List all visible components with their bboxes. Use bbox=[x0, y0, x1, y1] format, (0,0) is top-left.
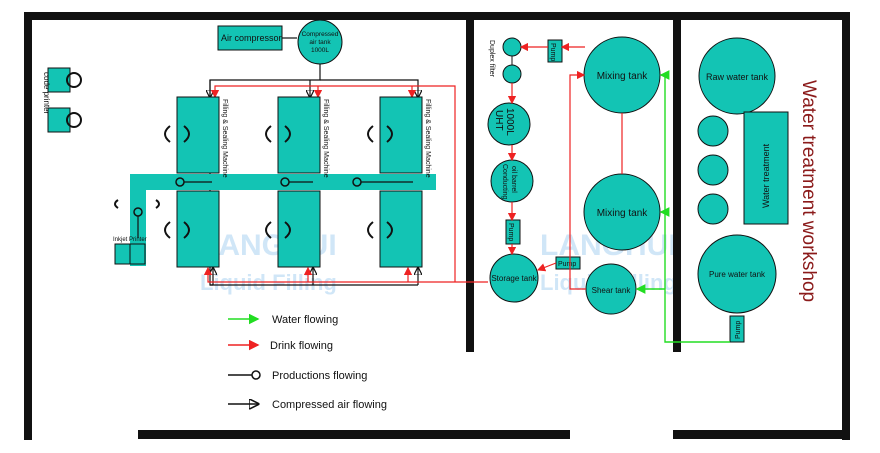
code-printer: code printer bbox=[42, 67, 82, 133]
legend-drink-label: Drink flowing bbox=[270, 340, 333, 352]
pump-middle: Pump bbox=[505, 219, 521, 245]
mixing-tank-bottom: Mixing tank bbox=[583, 173, 661, 251]
storage-tank-label: Storage tank bbox=[491, 274, 537, 283]
pump-shear: Pump bbox=[555, 256, 581, 270]
pump-top-label: Pump bbox=[549, 43, 556, 61]
duplex-filter: Duplex filter bbox=[488, 37, 522, 84]
uht-label-2: 1000L bbox=[504, 108, 515, 136]
pure-water-tank: Pure water tank bbox=[697, 234, 777, 314]
duplex-filter-label: Duplex filter bbox=[488, 40, 495, 78]
drink-lines-fillers bbox=[203, 85, 488, 283]
storage-tank: Storage tank bbox=[489, 253, 539, 303]
pump-middle-label: Pump bbox=[507, 223, 514, 241]
inkjet-printer: Inkjet Printer bbox=[113, 237, 147, 265]
air-tank-label-1: Compressed bbox=[302, 31, 339, 38]
pump-shear-label: Pump bbox=[558, 261, 576, 268]
conveyor bbox=[114, 174, 436, 266]
inkjet-printer-label: Inkjet Printer bbox=[113, 237, 147, 243]
water-treatment-unit: Water treatment bbox=[743, 111, 789, 225]
air-tank-label-2: air tank bbox=[309, 39, 331, 46]
pump-water-label: Pump bbox=[735, 321, 742, 339]
compressed-air-tank: Compressed air tank 1000L bbox=[297, 19, 343, 65]
shear-tank-label: Shear tank bbox=[592, 286, 632, 295]
filling-machine-1: Filling & Sealing Machine bbox=[164, 96, 228, 268]
legend-drink: Drink flowing bbox=[228, 339, 333, 352]
legend: Water flowing Drink flowing Productions … bbox=[228, 313, 387, 411]
barrel-label-1: Conducting bbox=[501, 164, 508, 200]
raw-water-tank: Raw water tank bbox=[698, 37, 776, 115]
drink-lines-processing bbox=[507, 42, 623, 290]
filling-machine-label-2: Filling & Sealing Machine bbox=[322, 99, 329, 178]
legend-air: Compressed air flowing bbox=[228, 399, 387, 411]
legend-water-label: Water flowing bbox=[272, 314, 338, 326]
legend-air-label: Compressed air flowing bbox=[272, 399, 387, 411]
mixing-tank-top-label: Mixing tank bbox=[597, 71, 649, 82]
air-tank-label-3: 1000L bbox=[311, 47, 329, 54]
filling-machine-2: Filling & Sealing Machine bbox=[265, 96, 329, 268]
code-printer-label: code printer bbox=[42, 72, 51, 115]
filter-columns bbox=[697, 115, 729, 225]
filling-machine-label-1: Filling & Sealing Machine bbox=[221, 99, 228, 178]
raw-water-tank-label: Raw water tank bbox=[706, 72, 769, 82]
water-lines bbox=[635, 70, 730, 343]
compressed-air-lines bbox=[210, 64, 418, 286]
air-compressor: Air compressor bbox=[217, 25, 297, 51]
barrel-label-2: oil barrel bbox=[510, 166, 517, 193]
uht-label-1: UHT bbox=[493, 110, 504, 131]
air-compressor-label: Air compressor bbox=[221, 33, 282, 43]
walls bbox=[24, 12, 850, 440]
uht-tank: UHT 1000L bbox=[487, 102, 531, 146]
pump-top: Pump bbox=[547, 39, 563, 63]
legend-production-label: Productions flowing bbox=[272, 370, 367, 382]
mixing-tank-top: Mixing tank bbox=[583, 36, 661, 114]
pure-water-tank-label: Pure water tank bbox=[709, 270, 766, 279]
conducting-oil-barrel: Conducting oil barrel bbox=[490, 159, 534, 203]
filling-machine-3: Filling & Sealing Machine bbox=[367, 96, 431, 268]
pump-water: Pump bbox=[729, 315, 745, 343]
mixing-tank-bottom-label: Mixing tank bbox=[597, 208, 649, 219]
workshop-title: Water treatment workshop bbox=[798, 80, 819, 302]
filling-machine-label-3: Filling & Sealing Machine bbox=[424, 99, 431, 178]
legend-production: Productions flowing bbox=[228, 370, 367, 382]
legend-water: Water flowing bbox=[228, 313, 338, 326]
water-treatment-label: Water treatment bbox=[761, 143, 771, 208]
shear-tank: Shear tank bbox=[585, 263, 637, 315]
